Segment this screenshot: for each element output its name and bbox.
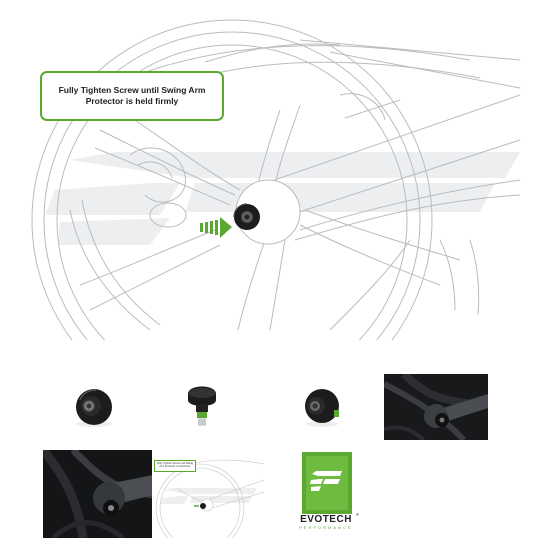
brand-name: EVOTECH bbox=[300, 514, 352, 525]
thumbnail-fitted-photo-1[interactable] bbox=[384, 374, 488, 440]
installation-diagram bbox=[31, 19, 521, 340]
brand-tagline: PERFORMANCE bbox=[299, 526, 353, 530]
protector-front-icon bbox=[76, 389, 112, 427]
registered-mark: ® bbox=[356, 512, 359, 517]
thumbnail-protector-front[interactable] bbox=[62, 374, 122, 434]
diagram-mini-image bbox=[155, 459, 264, 538]
swing-arm-line-art bbox=[31, 19, 521, 340]
thumbnail-fitted-photo-2[interactable] bbox=[43, 450, 153, 538]
thumbnail-brand-logo[interactable] bbox=[292, 450, 362, 538]
tighten-arrow-icon bbox=[200, 217, 232, 238]
swing-arm-protector bbox=[233, 179, 301, 245]
thumbnail-protector-angle[interactable] bbox=[290, 374, 350, 434]
instruction-callout-text: Fully Tighten Screw until Swing Arm Prot… bbox=[58, 85, 206, 106]
evotech-logo-icon bbox=[302, 452, 352, 514]
instruction-callout: Fully Tighten Screw until Swing Arm Prot… bbox=[40, 71, 224, 121]
fitted-photo-2-image bbox=[43, 450, 153, 538]
protector-side-icon bbox=[188, 386, 216, 426]
thumbnail-protector-side[interactable] bbox=[172, 374, 232, 434]
protector-angle-icon bbox=[305, 389, 339, 427]
mini-instruction-callout: Fully Tighten Screw until Swing Arm Prot… bbox=[154, 460, 196, 472]
fitted-photo-1-image bbox=[384, 374, 488, 440]
